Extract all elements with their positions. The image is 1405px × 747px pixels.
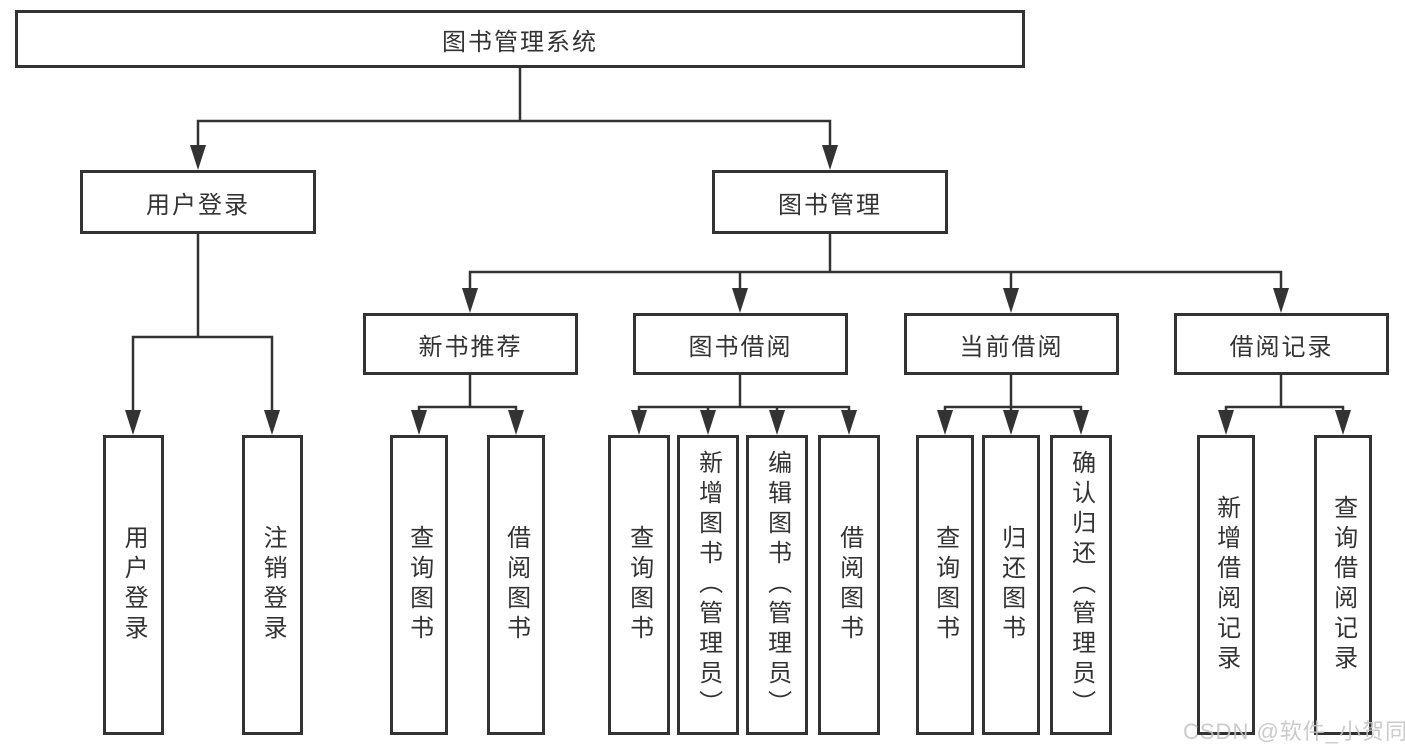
node-book-borrow-label: 图书借阅 bbox=[688, 333, 793, 361]
node-user-login-label: 用户登录 bbox=[146, 191, 250, 219]
leaf-user-login: 用户登录 bbox=[103, 435, 164, 735]
node-current-borrow-label: 当前借阅 bbox=[959, 333, 1064, 361]
leaf-user-login-label: 用户登录 bbox=[120, 525, 148, 645]
leaf-current-confirm-return-admin: 确认归还（管理员） bbox=[1050, 435, 1112, 735]
node-user-login: 用户登录 bbox=[80, 170, 316, 234]
leaf-newbooks-borrow-book: 借阅图书 bbox=[487, 435, 545, 735]
leaf-borrow-query-book-label: 查询图书 bbox=[625, 525, 653, 645]
csdn-watermark: CSDN @软件_小贺同学 bbox=[1183, 719, 1405, 744]
leaf-borrow-add-book-admin: 新增图书（管理员） bbox=[677, 435, 739, 735]
leaf-newbooks-query-book: 查询图书 bbox=[390, 435, 448, 735]
node-new-book-recommend: 新书推荐 bbox=[363, 313, 578, 375]
node-root: 图书管理系统 bbox=[15, 10, 1025, 68]
node-current-borrow: 当前借阅 bbox=[904, 313, 1119, 375]
node-borrow-records: 借阅记录 bbox=[1174, 313, 1389, 375]
leaf-current-query-book-label: 查询图书 bbox=[931, 525, 959, 645]
leaf-borrow-borrow-book-label: 借阅图书 bbox=[835, 525, 863, 645]
node-book-management-label: 图书管理 bbox=[778, 191, 882, 219]
leaf-current-confirm-return-admin-label: 确认归还（管理员） bbox=[1067, 450, 1095, 720]
node-borrow-records-label: 借阅记录 bbox=[1229, 333, 1334, 361]
leaf-current-return-book: 归还图书 bbox=[982, 435, 1040, 735]
leaf-records-query-record: 查询借阅记录 bbox=[1314, 435, 1372, 735]
leaf-borrow-edit-book-admin: 编辑图书（管理员） bbox=[746, 435, 808, 735]
leaf-current-return-book-label: 归还图书 bbox=[997, 525, 1025, 645]
node-root-label: 图书管理系统 bbox=[442, 28, 598, 56]
leaf-logout: 注销登录 bbox=[242, 435, 303, 735]
node-new-book-recommend-label: 新书推荐 bbox=[418, 333, 523, 361]
leaf-borrow-borrow-book: 借阅图书 bbox=[818, 435, 880, 735]
leaf-borrow-query-book: 查询图书 bbox=[608, 435, 670, 735]
node-book-borrow: 图书借阅 bbox=[633, 313, 848, 375]
leaf-borrow-add-book-admin-label: 新增图书（管理员） bbox=[694, 450, 722, 720]
node-book-management: 图书管理 bbox=[712, 170, 948, 234]
leaf-borrow-edit-book-admin-label: 编辑图书（管理员） bbox=[763, 450, 791, 720]
leaf-current-query-book: 查询图书 bbox=[916, 435, 974, 735]
leaf-logout-label: 注销登录 bbox=[259, 525, 287, 645]
leaf-records-add-record: 新增借阅记录 bbox=[1197, 435, 1255, 735]
leaf-newbooks-query-book-label: 查询图书 bbox=[405, 525, 433, 645]
leaf-records-add-record-label: 新增借阅记录 bbox=[1212, 495, 1240, 675]
leaf-newbooks-borrow-book-label: 借阅图书 bbox=[502, 525, 530, 645]
leaf-records-query-record-label: 查询借阅记录 bbox=[1329, 495, 1357, 675]
